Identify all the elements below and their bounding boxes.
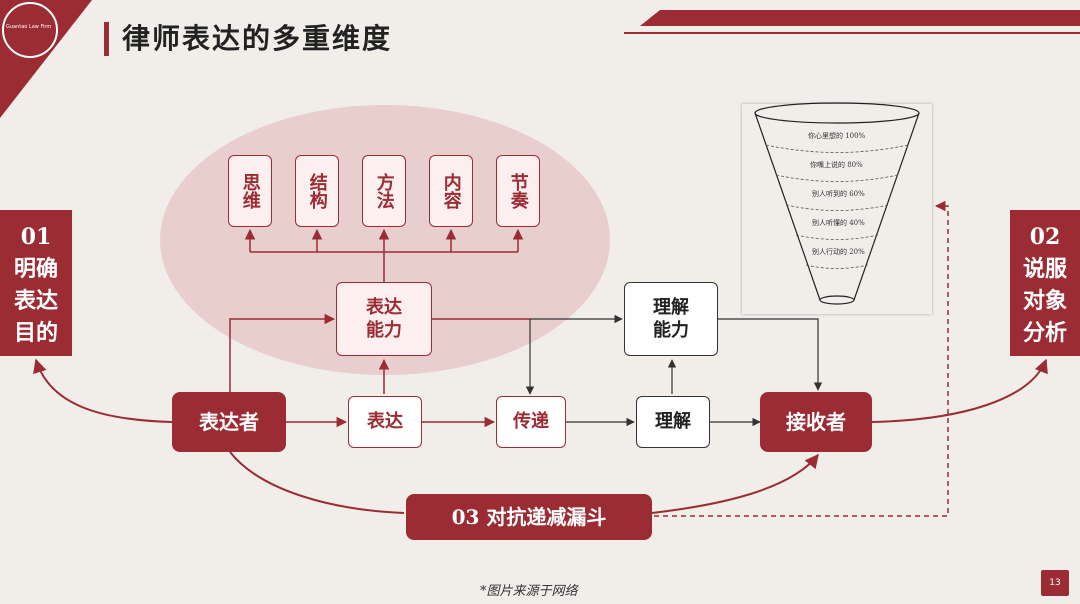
understanding-ability-box: 理解能力	[624, 282, 718, 356]
dimension-box-rhythm: 节奏	[496, 155, 540, 227]
logo-text: Guantao Law Firm	[6, 24, 52, 30]
funnel-graphic	[754, 102, 920, 305]
express-box: 表达	[348, 396, 422, 448]
logo	[2, 2, 58, 58]
funnel-level-5: 别人行动的 20%	[812, 248, 865, 256]
side-panel-right-text: 说服对象分析	[1022, 255, 1067, 346]
dimension-box-structure: 结构	[295, 155, 339, 227]
side-panel-left-number: 01	[20, 224, 52, 250]
side-panel-right: 02 说服对象分析	[1010, 210, 1080, 356]
funnel-level-4: 别人听懂的 40%	[812, 219, 865, 227]
dimension-box-method: 方法	[362, 155, 406, 227]
title-accent-bar	[104, 22, 109, 56]
understand-box: 理解	[636, 396, 710, 448]
funnel-level-2: 你嘴上说的 80%	[810, 161, 863, 169]
funnel-label-box: 03 对抗递减漏斗	[406, 494, 652, 540]
side-panel-left: 01 明确表达目的	[0, 210, 72, 356]
receiver-box: 接收者	[760, 392, 872, 452]
page-number: 13	[1041, 570, 1069, 596]
dimension-box-content: 内容	[429, 155, 473, 227]
expression-ability-box: 表达能力	[336, 282, 432, 356]
funnel-level-1: 你心里想的 100%	[808, 132, 866, 140]
page-title: 律师表达的多重维度	[122, 22, 393, 55]
funnel-level-3: 别人听到的 60%	[812, 190, 865, 198]
transmit-box: 传递	[496, 396, 566, 448]
side-panel-right-number: 02	[1029, 224, 1061, 250]
side-panel-left-text: 明确表达目的	[13, 255, 58, 346]
corner-decoration-top-right	[640, 10, 1080, 26]
speaker-box: 表达者	[172, 392, 286, 452]
image-source-note: *图片来源于网络	[480, 584, 578, 599]
dimension-box-thinking: 思维	[228, 155, 272, 227]
